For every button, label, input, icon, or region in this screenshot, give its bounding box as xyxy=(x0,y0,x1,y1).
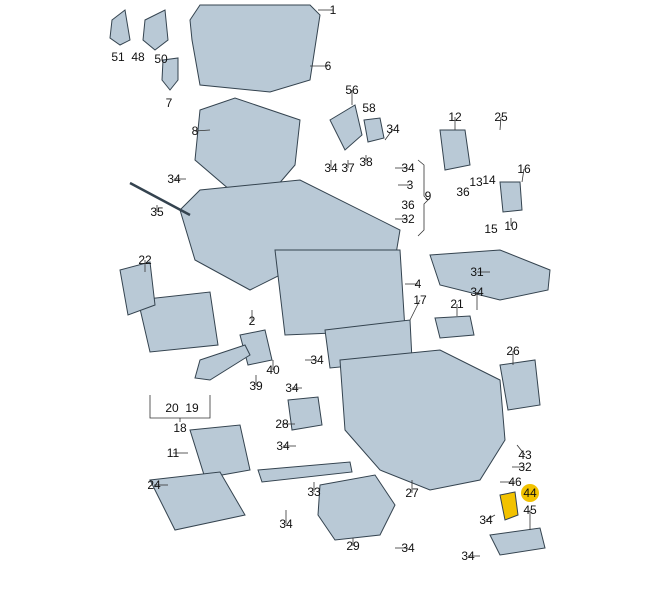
plate-45 xyxy=(489,527,546,556)
callout-label-21: 21 xyxy=(450,297,464,311)
callout-label-8: 8 xyxy=(192,124,199,138)
callout-label-58: 58 xyxy=(362,101,376,115)
callout-label-29: 29 xyxy=(346,539,360,553)
callout-label-16: 16 xyxy=(517,162,531,176)
bracket-7 xyxy=(161,57,179,91)
servo-28 xyxy=(287,396,323,431)
bracket-51 xyxy=(109,9,131,46)
leader-lines xyxy=(144,9,531,557)
callout-label-32: 32 xyxy=(401,212,415,226)
callout-label-28: 28 xyxy=(275,417,289,431)
callout-label-34: 34 xyxy=(401,161,415,175)
callout-label-2: 2 xyxy=(249,314,256,328)
blower-motor-29 xyxy=(317,474,396,541)
callout-label-7: 7 xyxy=(166,96,173,110)
callout-label-37: 37 xyxy=(341,161,355,175)
callout-label-13: 13 xyxy=(469,175,483,189)
callout-label-1: 1 xyxy=(330,3,337,17)
leader-line xyxy=(485,514,496,521)
servo-10 xyxy=(499,181,523,213)
leader-line xyxy=(409,299,421,321)
blower-housing-27 xyxy=(339,349,506,491)
callout-label-34: 34 xyxy=(310,353,324,367)
callout-label-50: 50 xyxy=(154,52,168,66)
grille-26 xyxy=(499,359,541,411)
callout-label-34: 34 xyxy=(276,439,290,453)
callout-label-3: 3 xyxy=(407,178,414,192)
callout-label-15: 15 xyxy=(484,222,498,236)
callout-label-25: 25 xyxy=(494,110,508,124)
callout-label-34: 34 xyxy=(386,122,400,136)
callout-label-46: 46 xyxy=(508,475,522,489)
callout-label-27: 27 xyxy=(405,486,419,500)
bracket-56 xyxy=(329,104,363,151)
part-44-highlighted xyxy=(499,491,519,521)
callout-label-38: 38 xyxy=(359,155,373,169)
callout-label-35: 35 xyxy=(150,205,164,219)
module-21 xyxy=(434,315,475,339)
callout-label-34: 34 xyxy=(470,285,484,299)
callout-label-34: 34 xyxy=(279,517,293,531)
callout-label-20: 20 xyxy=(165,401,179,415)
callout-label-36: 36 xyxy=(401,198,415,212)
callout-label-19: 19 xyxy=(185,401,199,415)
callout-label-34: 34 xyxy=(285,381,299,395)
callout-label-22: 22 xyxy=(138,253,152,267)
callout-label-48: 48 xyxy=(131,50,145,64)
highlight-marker xyxy=(521,484,539,502)
upper-housing xyxy=(189,4,321,93)
callout-label-45: 45 xyxy=(523,503,537,517)
leader-line xyxy=(384,128,394,141)
group-bracket-9 xyxy=(417,159,429,237)
callout-label-33: 33 xyxy=(307,485,321,499)
callout-label-4: 4 xyxy=(415,277,422,291)
servo-58 xyxy=(363,117,385,143)
cover-11 xyxy=(189,424,251,479)
callout-label-18: 18 xyxy=(173,421,187,435)
parts-layer xyxy=(109,4,551,556)
leader-line xyxy=(521,168,525,183)
evaporator-frame-4 xyxy=(274,249,406,336)
leader-line xyxy=(194,129,211,132)
callout-label-39: 39 xyxy=(249,379,263,393)
callout-label-31: 31 xyxy=(470,265,484,279)
callout-label-34: 34 xyxy=(324,161,338,175)
callout-label-17: 17 xyxy=(413,293,427,307)
leader-line xyxy=(499,116,502,131)
callout-label-34: 34 xyxy=(401,541,415,555)
callout-label-34: 34 xyxy=(479,513,493,527)
callout-label-34: 34 xyxy=(461,549,475,563)
callout-label-24: 24 xyxy=(147,478,161,492)
callout-label-44: 44 xyxy=(523,486,537,500)
callout-label-51: 51 xyxy=(111,50,125,64)
callout-label-6: 6 xyxy=(325,59,332,73)
pipe-39 xyxy=(194,344,251,381)
bracket-22 xyxy=(119,261,156,316)
strip-33 xyxy=(257,461,353,483)
group-bracket-18 xyxy=(149,395,211,422)
callout-label-32: 32 xyxy=(518,460,532,474)
servo-12 xyxy=(439,129,471,171)
tray-24 xyxy=(149,471,246,531)
callout-label-9: 9 xyxy=(425,189,432,203)
callout-label-12: 12 xyxy=(448,110,462,124)
callout-label-40: 40 xyxy=(266,363,280,377)
wiring-31 xyxy=(429,249,551,301)
callout-label-34: 34 xyxy=(167,172,181,186)
callout-label-26: 26 xyxy=(506,344,520,358)
callout-label-43: 43 xyxy=(518,448,532,462)
callout-label-11: 11 xyxy=(167,446,180,460)
bracket-50 xyxy=(142,9,169,51)
callout-label-10: 10 xyxy=(504,219,518,233)
callout-label-36: 36 xyxy=(456,185,470,199)
rod-35 xyxy=(129,181,191,217)
leader-line xyxy=(516,444,526,456)
callout-label-14: 14 xyxy=(482,173,496,187)
callout-label-56: 56 xyxy=(345,83,359,97)
heat-exchanger xyxy=(137,291,219,353)
